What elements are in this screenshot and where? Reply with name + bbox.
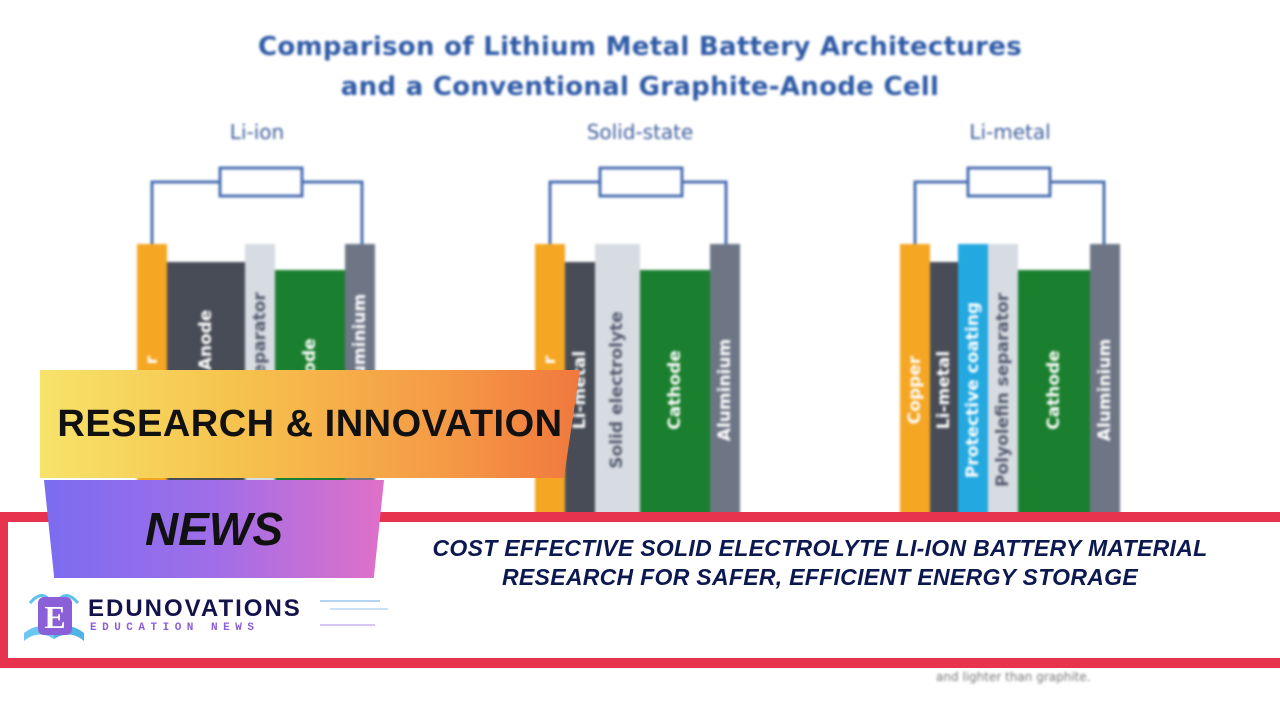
- layer-label: Li-metal: [934, 350, 954, 430]
- layer-protective-coating: [958, 244, 988, 520]
- wire: [150, 180, 220, 244]
- book-icon: [24, 594, 84, 641]
- diagram-title-line2: and a Conventional Graphite-Anode Cell: [340, 72, 940, 102]
- cell-label-solid-state: Solid-state: [586, 120, 694, 144]
- logo-name: EDUNOVATIONS: [88, 595, 302, 622]
- news-label: NEWS: [145, 503, 283, 555]
- bar-border-left: [0, 512, 8, 668]
- logo-tagline: EDUCATION NEWS: [90, 622, 260, 634]
- layer-label: Copper: [905, 355, 925, 425]
- layer-label: Solid electrolyte: [607, 311, 627, 469]
- layer-solid-electrolyte: [595, 244, 640, 520]
- cell-label-li-ion: Li-ion: [229, 120, 285, 144]
- bar-border-bottom: [0, 658, 1280, 668]
- logo-letter: E: [44, 599, 65, 635]
- resistor-icon: [966, 166, 1052, 198]
- layer-label: r: [540, 355, 560, 365]
- resistor-icon: [218, 166, 304, 198]
- cell-label-li-metal: Li-metal: [969, 120, 1051, 144]
- diagram-title-line1: Comparison of Lithium Metal Battery Arch…: [258, 32, 1022, 62]
- diagram-footnote: and lighter than graphite.: [936, 670, 1091, 684]
- wire: [682, 180, 728, 244]
- layer-label: Protective coating: [963, 301, 983, 479]
- cell-solid-state: [535, 166, 740, 520]
- category-banner: RESEARCH & INNOVATION: [40, 370, 580, 478]
- wire: [1050, 180, 1106, 244]
- layer-copper: [900, 244, 930, 520]
- headline-text: COST EFFECTIVE SOLID ELECTROLYTE LI-ION …: [432, 535, 1208, 590]
- layer-label: Cathode: [1044, 350, 1064, 430]
- bar-border-top: [0, 512, 1280, 522]
- news-banner: NEWS: [44, 480, 384, 578]
- layer-label: Polyolefin separator: [993, 292, 1013, 488]
- layer-label: Anode: [196, 309, 216, 371]
- resistor-icon: [598, 166, 684, 198]
- layer-cathode: [640, 270, 710, 520]
- layer-aluminium: [710, 244, 740, 520]
- layer-label: r: [142, 355, 162, 365]
- layer-label: ode: [300, 338, 320, 374]
- layer-cathode: [1018, 270, 1090, 520]
- layer-label: Aluminium: [715, 338, 735, 442]
- layer-label: Cathode: [665, 350, 685, 430]
- layer-aluminium: [1090, 244, 1120, 520]
- wire: [548, 180, 600, 244]
- logo: E: [24, 594, 388, 641]
- cell-li-metal: [900, 166, 1120, 520]
- layer-polyolefin-separator: [988, 244, 1018, 520]
- layer-label: Aluminium: [1095, 338, 1115, 442]
- wire: [913, 180, 968, 244]
- category-label: RESEARCH & INNOVATION: [57, 402, 563, 445]
- wire: [302, 180, 364, 244]
- layer-li-metal: [930, 262, 958, 520]
